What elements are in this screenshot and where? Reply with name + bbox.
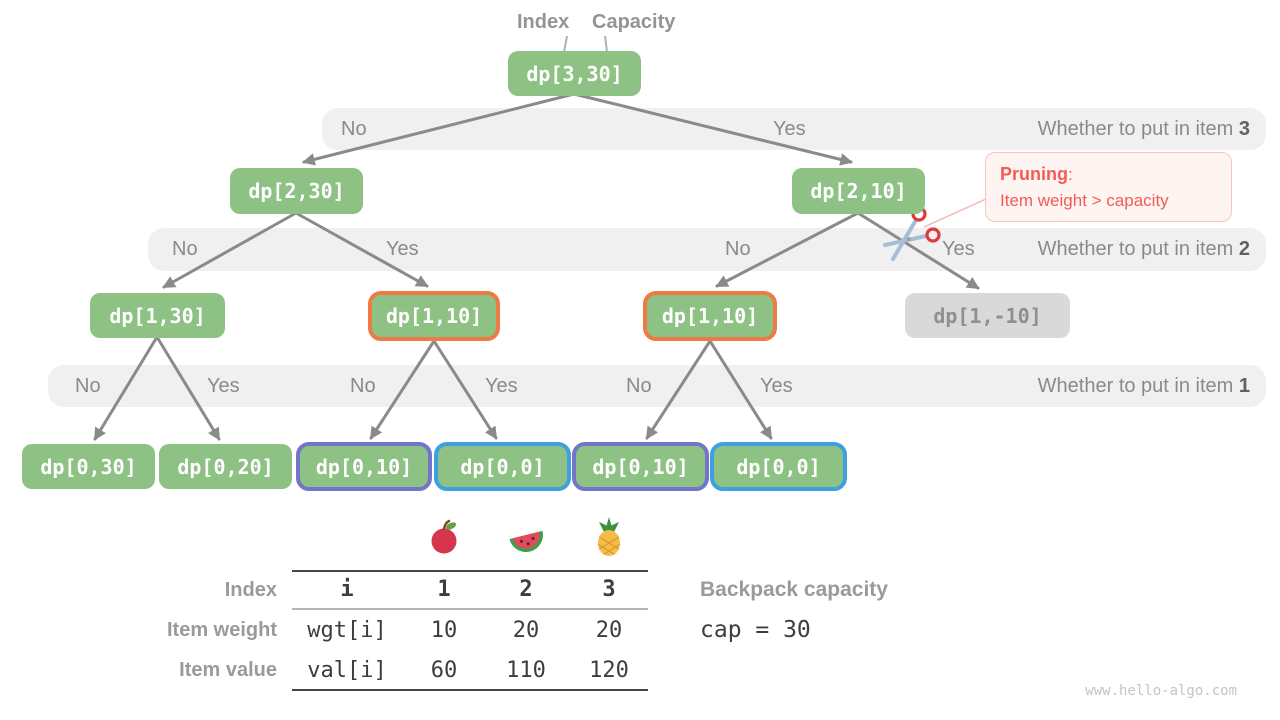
table-cell: 20 (595, 618, 623, 643)
dp-node-0-30: dp[0,30] (22, 444, 155, 489)
band-caption-text: Whether to put in item (1037, 375, 1239, 397)
branch-label: No (172, 238, 198, 260)
branch-label: No (341, 118, 367, 140)
branch-label: No (75, 375, 101, 397)
table-cell: 10 (430, 618, 458, 643)
band-caption-item-number: 3 (1238, 118, 1250, 140)
band-caption-text: Whether to put in item (1037, 238, 1239, 260)
pruning-connector-line (923, 198, 987, 228)
table-header-cell: 1 (437, 577, 451, 602)
branch-label: No (626, 375, 652, 397)
dp-node-2-30: dp[2,30] (230, 168, 363, 214)
table-row-label-weight: Item weight (166, 619, 277, 641)
table-row-label-value: Item value (179, 659, 277, 681)
index-pointer-label: Index (517, 11, 570, 33)
watermark: www.hello-algo.com (1085, 683, 1237, 699)
dp-node-2-10: dp[2,10] (792, 168, 925, 214)
branch-label: Yes (207, 375, 240, 397)
dp-node-0-10-a: dp[0,10] (296, 442, 432, 491)
backpack-capacity-value: cap = 30 (700, 617, 811, 643)
pruning-callout: Pruning: Item weight > capacity (985, 152, 1232, 222)
watermelon-icon (509, 530, 543, 552)
table-header-cell: i (340, 577, 354, 602)
table-cell: wgt[i] (307, 618, 387, 643)
table-row-label-index: Index (224, 579, 277, 601)
branch-label: Yes (386, 238, 419, 260)
band-caption-item1: Whether to put in item 1 (1038, 374, 1250, 398)
apple-icon (431, 519, 457, 554)
dp-node-1-10-b: dp[1,10] (643, 291, 777, 341)
branch-label: Yes (760, 375, 793, 397)
pruning-title: Pruning (1000, 164, 1068, 184)
band-caption-item3: Whether to put in item 3 (1038, 117, 1250, 141)
table-header-cell: 3 (602, 577, 616, 602)
dp-node-1-10-a: dp[1,10] (368, 291, 500, 341)
table-cell: 20 (512, 618, 540, 643)
dp-node-0-0-b: dp[0,0] (710, 442, 847, 491)
band-caption-item-number: 2 (1238, 238, 1250, 260)
table-cell: 110 (506, 658, 546, 683)
pruning-description: Item weight > capacity (1000, 191, 1169, 210)
branch-label: No (350, 375, 376, 397)
band-caption-text: Whether to put in item (1037, 118, 1239, 140)
pruning-colon: : (1068, 165, 1073, 184)
dp-node-1-neg10: dp[1,-10] (905, 293, 1070, 338)
dp-node-0-10-b: dp[0,10] (572, 442, 709, 491)
table-cell: val[i] (307, 658, 387, 683)
branch-label: Yes (773, 118, 806, 140)
pineapple-icon (598, 517, 620, 556)
index-tick-line (563, 35, 568, 53)
band-caption-item-number: 1 (1238, 375, 1250, 397)
branch-label: Yes (942, 238, 975, 260)
capacity-tick-line (604, 35, 608, 53)
branch-label: No (725, 238, 751, 260)
dp-node-3-30: dp[3,30] (508, 51, 641, 96)
backpack-capacity-label: Backpack capacity (700, 578, 888, 601)
table-cell: 60 (430, 658, 458, 683)
band-caption-item2: Whether to put in item 2 (1038, 237, 1250, 261)
dp-node-1-30: dp[1,30] (90, 293, 225, 338)
capacity-pointer-label: Capacity (592, 11, 676, 33)
pruning-title-line: Pruning: (1000, 161, 1217, 188)
branch-label: Yes (485, 375, 518, 397)
dp-node-0-20: dp[0,20] (159, 444, 292, 489)
table-header-cell: 2 (519, 577, 533, 602)
dp-node-0-0-a: dp[0,0] (434, 442, 571, 491)
table-cell: 120 (589, 658, 629, 683)
